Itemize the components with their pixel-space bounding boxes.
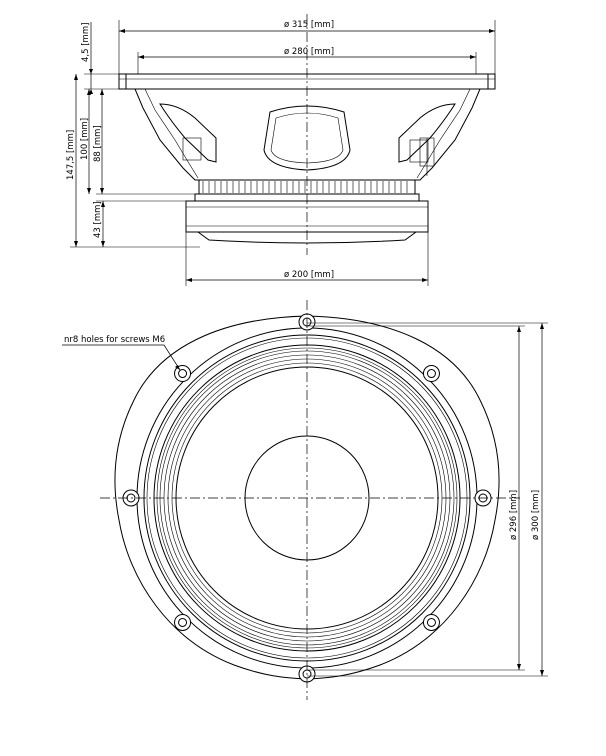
dim-cutout-diameter: ø 300 [mm] — [531, 490, 541, 540]
dim-flange-height: 4,5 [mm] — [81, 23, 91, 62]
dim-bolt-circle: ø 296 [mm] — [509, 490, 519, 540]
basket-body — [134, 88, 481, 181]
dim-total-depth: 147,5 [mm] — [66, 130, 76, 180]
dim-depth-88: 88 [mm] — [93, 125, 103, 162]
basket-window-left — [159, 103, 217, 163]
mounting-hole — [174, 613, 192, 631]
dim-flange-diameter: ø 280 [mm] — [284, 47, 334, 57]
dim-depth-100: 100 [mm] — [80, 118, 90, 160]
dim-magnet-diameter: ø 200 [mm] — [284, 270, 334, 280]
front-view: ø 296 [mm] ø 300 [mm] nr8 holes for scre… — [62, 300, 548, 700]
mounting-hole — [174, 365, 192, 383]
side-view: ø 315 [mm] ø 280 [mm] ø 200 [mm] 4,5 [mm… — [66, 14, 496, 286]
dim-magnet-height: 43 [mm] — [93, 201, 103, 238]
dim-overall-diameter: ø 315 [mm] — [284, 20, 334, 30]
mounting-hole — [422, 365, 440, 383]
holes-note: nr8 holes for screws M6 — [64, 335, 165, 345]
basket-window-right — [398, 103, 456, 163]
mounting-hole — [422, 613, 440, 631]
